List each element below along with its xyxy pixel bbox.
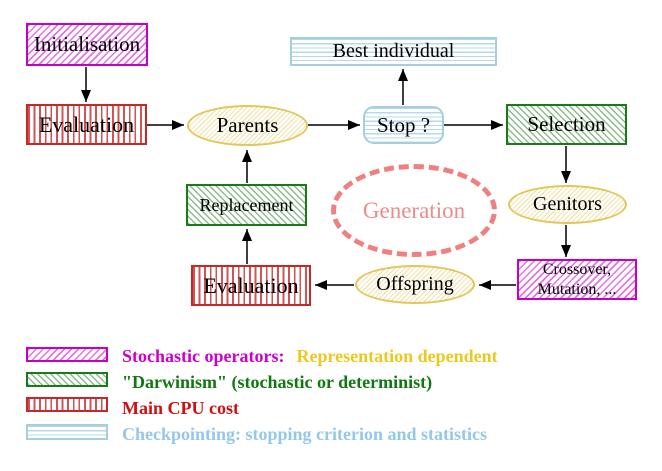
node-best-individual: Best individual: [290, 37, 497, 66]
node-crossover-mutation: Crossover, Mutation, ...: [517, 259, 637, 300]
legend-label-representation-dependent: Representation dependent: [296, 346, 498, 366]
node-evaluation-bottom: Evaluation: [191, 265, 311, 306]
legend-label-stochastic-operators-text: Stochastic operators:: [122, 346, 285, 366]
node-genitors-label: Genitors: [533, 193, 602, 215]
node-initialisation: Initialisation: [26, 23, 148, 66]
node-selection-label: Selection: [527, 112, 606, 137]
legend-swatch-main-cpu-cost: [26, 397, 108, 412]
node-evaluation-top: Evaluation: [26, 104, 147, 145]
node-stop-label: Stop ?: [376, 112, 431, 137]
node-offspring: Offspring: [355, 265, 475, 304]
node-generation-label: Generation: [362, 197, 466, 223]
legend-swatch-darwinism: [26, 372, 108, 387]
node-generation: Generation: [331, 164, 497, 257]
legend-label-stochastic-operators: Stochastic operators: Representation depe…: [122, 346, 498, 367]
node-replacement: Replacement: [186, 184, 307, 226]
node-genitors: Genitors: [508, 185, 627, 224]
node-replacement-label: Replacement: [199, 194, 294, 215]
node-best-individual-label: Best individual: [332, 40, 455, 62]
node-stop: Stop ?: [363, 106, 444, 144]
legend-label-checkpointing: Checkpointing: stopping criterion and st…: [122, 424, 488, 444]
node-crossover-label-line1: Crossover,: [542, 261, 612, 279]
node-evaluation-bottom-label: Evaluation: [203, 272, 299, 298]
legend-swatch-stochastic-operators: [26, 347, 108, 362]
legend-label-main-cpu-cost: Main CPU cost: [122, 398, 239, 418]
node-offspring-label: Offspring: [376, 273, 454, 295]
legend-swatch-checkpointing: [26, 424, 108, 440]
node-evaluation-top-label: Evaluation: [38, 111, 135, 137]
legend-label-darwinism: "Darwinism" (stochastic or determinist): [122, 372, 433, 392]
node-parents: Parents: [187, 105, 308, 146]
node-parents-label: Parents: [216, 113, 279, 138]
node-crossover-label-line2: Mutation, ...: [537, 280, 617, 298]
node-selection: Selection: [506, 104, 627, 145]
node-initialisation-label: Initialisation: [33, 32, 141, 57]
